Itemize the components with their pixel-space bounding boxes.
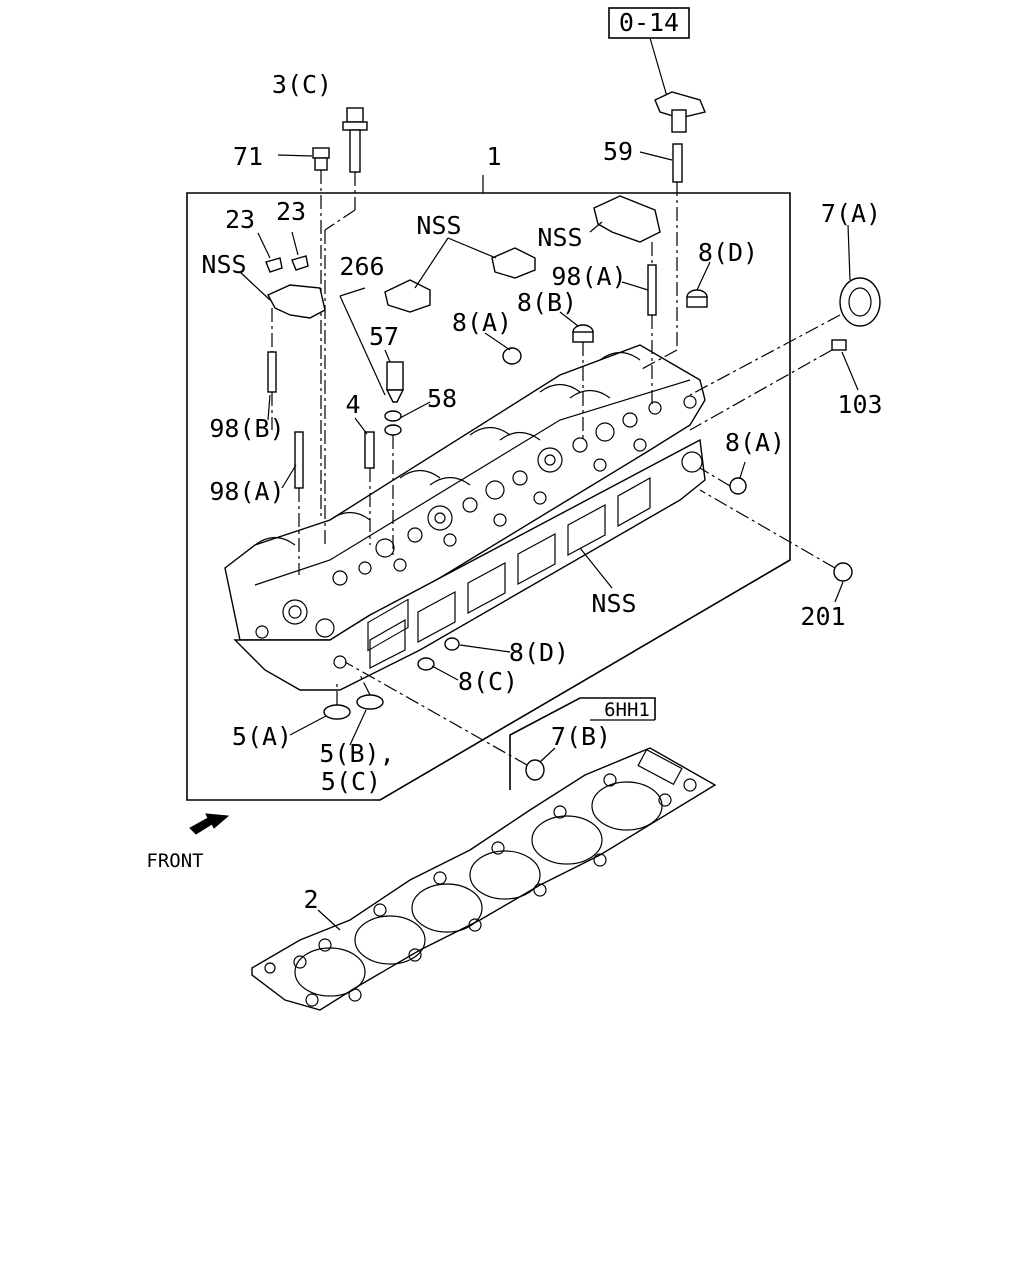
label-103: 103 xyxy=(837,390,882,419)
label-nss-right: NSS xyxy=(537,223,582,252)
label-58: 58 xyxy=(427,384,457,413)
label-98a-top: 98(A) xyxy=(551,262,626,291)
front-arrow-icon xyxy=(189,813,230,835)
dowel-59 xyxy=(639,143,683,371)
label-3c: 3(C) xyxy=(272,70,332,99)
injector-clamp xyxy=(654,91,706,133)
label-57: 57 xyxy=(369,322,399,351)
label-5c: 5(C) xyxy=(321,767,381,796)
label-7b: 7(B) xyxy=(551,722,611,751)
plug-201 xyxy=(699,489,853,582)
reference-box-label: 0-14 xyxy=(619,8,679,37)
bolt-3c xyxy=(324,107,368,231)
label-8b: 8(B) xyxy=(517,288,577,317)
reference-box-0-14: 0-14 xyxy=(608,7,690,101)
label-nss-left: NSS xyxy=(201,250,246,279)
label-2: 2 xyxy=(303,885,318,914)
label-8a-right: 8(A) xyxy=(725,428,785,457)
seal-7a xyxy=(689,277,881,396)
cam-cap-right xyxy=(593,195,661,243)
seal-5b-5c xyxy=(356,674,384,710)
label-59: 59 xyxy=(603,137,633,166)
label-201: 201 xyxy=(800,602,845,631)
label-nss-bottom: NSS xyxy=(591,589,636,618)
label-5a: 5(A) xyxy=(232,722,292,751)
head-gasket xyxy=(251,747,717,1011)
nut-23-a xyxy=(265,257,283,273)
label-8c: 8(C) xyxy=(458,667,518,696)
injector-sleeve-57 xyxy=(385,361,405,403)
bolt-71 xyxy=(312,147,330,520)
label-8a-top: 8(A) xyxy=(452,308,512,337)
cam-cap-left xyxy=(267,284,326,352)
label-98b: 98(B) xyxy=(209,414,284,443)
cylinder-head xyxy=(224,344,706,691)
label-5b: 5(B), xyxy=(319,739,394,768)
variant-box-6hh1: 6HH1 xyxy=(509,697,656,790)
leader-lines xyxy=(239,151,859,931)
front-label: FRONT xyxy=(146,850,203,872)
label-8d-bottom: 8(D) xyxy=(509,638,569,667)
label-98a-left: 98(A) xyxy=(209,477,284,506)
label-23-b: 23 xyxy=(276,197,306,226)
stud-98b xyxy=(267,351,277,430)
label-71: 71 xyxy=(233,142,263,171)
label-266: 266 xyxy=(339,252,384,281)
label-8d-top: 8(D) xyxy=(698,238,758,267)
label-1: 1 xyxy=(486,142,501,171)
plug-8d-bottom xyxy=(444,637,460,651)
bolt-103 xyxy=(689,339,847,431)
assembly-frame xyxy=(186,192,791,801)
seal-5a xyxy=(323,680,351,720)
cam-cap-center-2 xyxy=(491,247,536,279)
plug-8b xyxy=(572,324,594,440)
washer-58 xyxy=(384,410,402,555)
callout-labels: 3(C) 71 1 59 23 23 NSS 266 NSS NSS 98(A)… xyxy=(201,70,882,914)
label-nss-top: NSS xyxy=(416,211,461,240)
label-23-a: 23 xyxy=(225,205,255,234)
plug-8a-right xyxy=(699,467,747,495)
nut-23-b xyxy=(291,255,309,271)
plug-8a-top xyxy=(502,347,522,365)
dowel-4 xyxy=(364,431,375,545)
label-7a: 7(A) xyxy=(821,199,881,228)
plug-8c xyxy=(417,657,435,671)
stud-98a-left xyxy=(294,431,304,575)
seal-7b xyxy=(344,661,545,781)
variant-box-label: 6HH1 xyxy=(604,699,650,721)
plug-8d-top xyxy=(686,289,708,308)
cam-cap-center xyxy=(384,279,431,313)
label-4: 4 xyxy=(345,390,360,419)
